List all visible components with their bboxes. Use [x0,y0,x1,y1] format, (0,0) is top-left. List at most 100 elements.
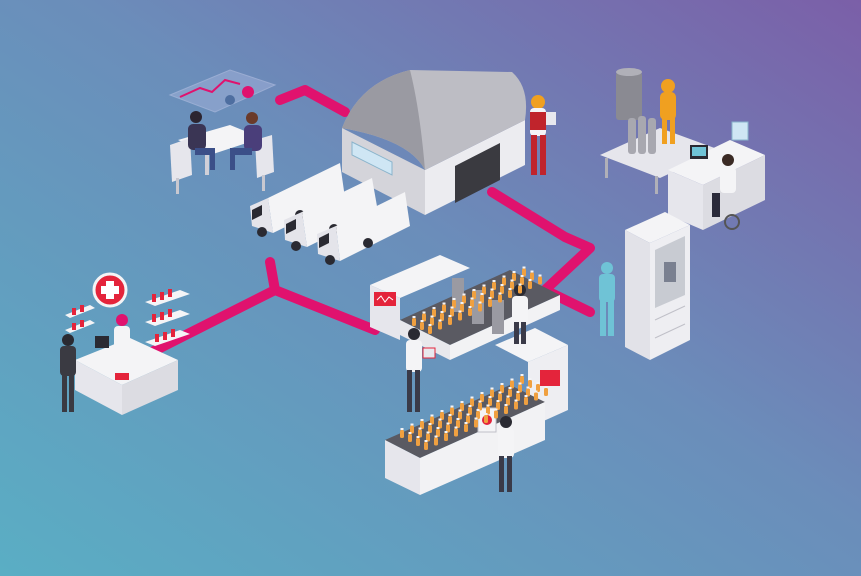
bottle-cap [446,422,450,425]
product-bottle [400,430,404,438]
product-bottle [530,272,534,281]
product-bottle [512,273,516,281]
bottle-cap [458,409,462,412]
person-head [190,111,202,123]
product-bottle [510,380,514,389]
bottle-cap [450,306,454,309]
bottle-cap [514,399,518,402]
bottle-cap [422,311,426,314]
product-bottle [430,317,434,326]
bottle-cap [494,408,498,411]
product-bottle [460,403,464,411]
product-bottle [464,424,468,432]
product-bottle [494,410,498,419]
product-bottle [536,384,540,392]
bottle-cap [470,297,474,300]
product-bottle [428,425,432,433]
bottle-cap [448,414,452,416]
product-bottle [420,322,424,330]
bottle-cap [508,387,512,389]
product-bottle [482,286,486,295]
warehouse-window [351,141,393,176]
person-body [244,125,262,151]
product-bottle [448,416,452,424]
bottle-cap [480,293,484,295]
bottle-cap [518,382,522,385]
bottle-cap [438,418,442,421]
machine-panel [540,370,560,386]
product-bottle [432,309,436,317]
bottle-cap [520,275,524,277]
bottle-cap [544,386,548,388]
bottle-cap [412,316,416,318]
bottle-cap [490,387,494,390]
product-bottle [526,388,530,397]
product-bottle [440,412,444,420]
product-bottle [514,401,518,410]
bottle-cap [438,319,442,322]
bottle-cap [488,297,492,299]
product-bottle [434,437,438,446]
product-bottle [456,420,460,428]
chemical-lab [600,68,765,230]
bottle-cap [470,396,474,399]
bottle-cap [510,279,514,282]
pharmacy-counter [75,338,178,385]
product-bottle [544,388,548,396]
person-body [188,124,206,150]
product-bottle [516,393,520,401]
bottle-cap [530,270,534,273]
product-bottle [416,438,420,446]
product-bottle [448,317,452,325]
bottle-cap [504,404,508,406]
bottle-cap [502,275,506,278]
bottle-cap [410,423,414,426]
bottle-cap [510,378,514,381]
product-bottle [492,282,496,290]
bottle-cap [508,288,512,290]
product-bottle [422,313,426,322]
product-bottle [450,407,454,416]
product-bottle [454,428,458,437]
bottle-cap [436,427,440,429]
bottle-cap [490,288,494,291]
product-bottle [500,286,504,294]
bottle-cap [520,374,524,376]
bottle-cap [526,386,530,389]
bottle-cap [488,396,492,398]
product-bottle [508,290,512,298]
bottle-cap [478,301,482,304]
product-bottle [430,416,434,425]
bottle-cap [500,383,504,385]
bottle-cap [492,280,496,282]
product-bottle [538,276,542,285]
product-bottle [486,406,490,415]
machine-panel [374,292,396,306]
document-icon [422,347,436,359]
product-bottle [462,295,466,304]
hologram-panel [168,69,277,113]
bottle-cap [506,395,510,398]
conveyor [385,385,545,458]
product-bottle [480,394,484,402]
product-bottle [442,304,446,313]
product-bottle [478,303,482,312]
bottle-cap [420,320,424,322]
bottle-cap [430,414,434,417]
bottle-cap [400,428,404,430]
document-icon [546,112,556,125]
bottle-cap [408,432,412,434]
bottle-cap [430,315,434,318]
bottle-cap [432,307,436,309]
bottle-cap [428,324,432,326]
product-bottle [478,402,482,411]
product-bottle [446,424,450,433]
product-bottle [508,389,512,397]
worker [530,95,556,175]
product-bottle [476,411,480,419]
bottle-cap [456,418,460,420]
bottle-cap [428,423,432,425]
product-bottle [426,433,430,442]
bottle-cap [500,284,504,286]
product-bottle [468,308,472,316]
